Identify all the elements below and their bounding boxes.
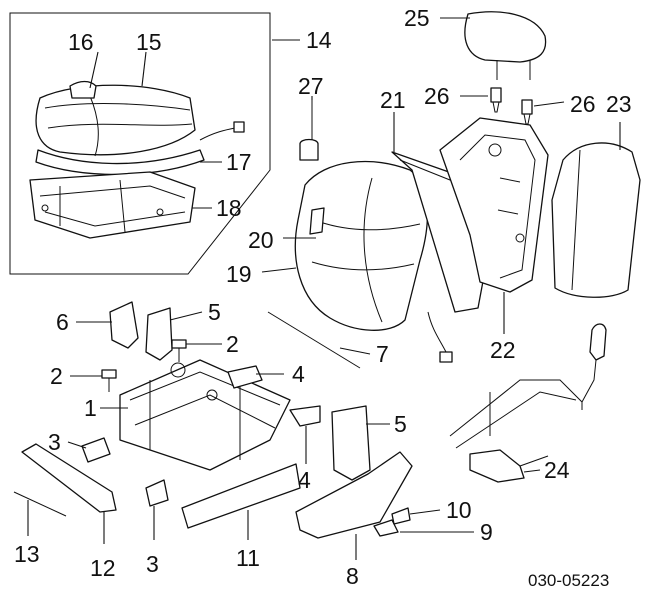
rod-part	[267, 311, 361, 369]
callout-8: 8	[346, 563, 359, 589]
callout-1: 1	[84, 395, 97, 421]
seat-frame-part	[29, 171, 196, 239]
callout-16: 16	[68, 29, 94, 55]
callout-4-lower: 4	[298, 467, 311, 493]
diagram-code: 030-05223	[528, 571, 609, 590]
leader-line	[67, 441, 87, 449]
power-wiring-part	[449, 323, 607, 483]
callout-26-left: 26	[424, 83, 450, 109]
callout-27: 27	[298, 73, 324, 99]
callout-10: 10	[446, 497, 472, 523]
leader-line	[169, 311, 203, 321]
callout-12: 12	[90, 555, 116, 581]
callout-25: 25	[404, 5, 430, 31]
seat-back-cover-part	[551, 142, 641, 298]
leader-line	[141, 51, 147, 87]
callout-11: 11	[236, 545, 260, 571]
headrest-part	[464, 11, 547, 80]
callout-2-center: 2	[226, 331, 239, 357]
leader-line	[523, 469, 541, 473]
side-trim-part	[181, 463, 301, 529]
leader-line	[89, 51, 99, 89]
knob-part	[373, 519, 399, 537]
callout-5-lower: 5	[394, 411, 407, 437]
callout-17: 17	[226, 149, 252, 175]
front-trim-part	[21, 443, 117, 513]
headrest-guide-right-part	[521, 99, 533, 125]
callout-14: 14	[306, 27, 332, 53]
callout-4-upper: 4	[292, 361, 305, 387]
leader-line	[533, 101, 565, 107]
bolt-left-part	[101, 369, 117, 392]
callout-19: 19	[226, 261, 252, 287]
callout-26-right: 26	[570, 91, 596, 117]
seat-pad-part	[35, 121, 245, 176]
seat-track-part	[119, 359, 291, 471]
callout-15: 15	[136, 29, 162, 55]
callout-2-left: 2	[50, 363, 63, 389]
leader-line	[261, 267, 297, 273]
callout-5-upper: 5	[208, 299, 221, 325]
callout-24: 24	[544, 457, 570, 483]
clip-part	[299, 100, 319, 161]
lever-part	[391, 507, 411, 525]
clip-left-part	[81, 437, 111, 463]
bracket-part	[109, 301, 139, 349]
callout-3-left: 3	[48, 429, 61, 455]
callout-6: 6	[56, 309, 69, 335]
hinge-part	[145, 307, 173, 361]
backrest-pad-part	[294, 160, 428, 331]
headrest-guide-left-part	[490, 87, 502, 113]
callout-7: 7	[376, 341, 389, 367]
cover-lower-part	[289, 405, 321, 427]
callout-22: 22	[490, 337, 516, 363]
backrest-frame-part	[439, 117, 549, 293]
callout-9: 9	[480, 519, 493, 545]
clip-bottom-part	[145, 479, 169, 507]
inset-frame	[9, 12, 271, 275]
callout-3-bottom: 3	[146, 551, 159, 577]
wire-part	[13, 491, 67, 517]
outer-trim-part	[295, 451, 413, 539]
seat-cushion-part	[35, 80, 196, 157]
recliner-part	[331, 405, 371, 481]
leader-line	[409, 509, 441, 515]
callout-18: 18	[216, 195, 242, 221]
callout-21: 21	[380, 87, 406, 113]
wire-harness-part	[427, 311, 447, 353]
leader-line	[339, 347, 371, 355]
callout-23: 23	[606, 91, 632, 117]
callout-13: 13	[14, 541, 40, 567]
callout-20: 20	[248, 227, 274, 253]
bolt-center-part	[171, 339, 187, 362]
cover-upper-part	[227, 365, 263, 389]
